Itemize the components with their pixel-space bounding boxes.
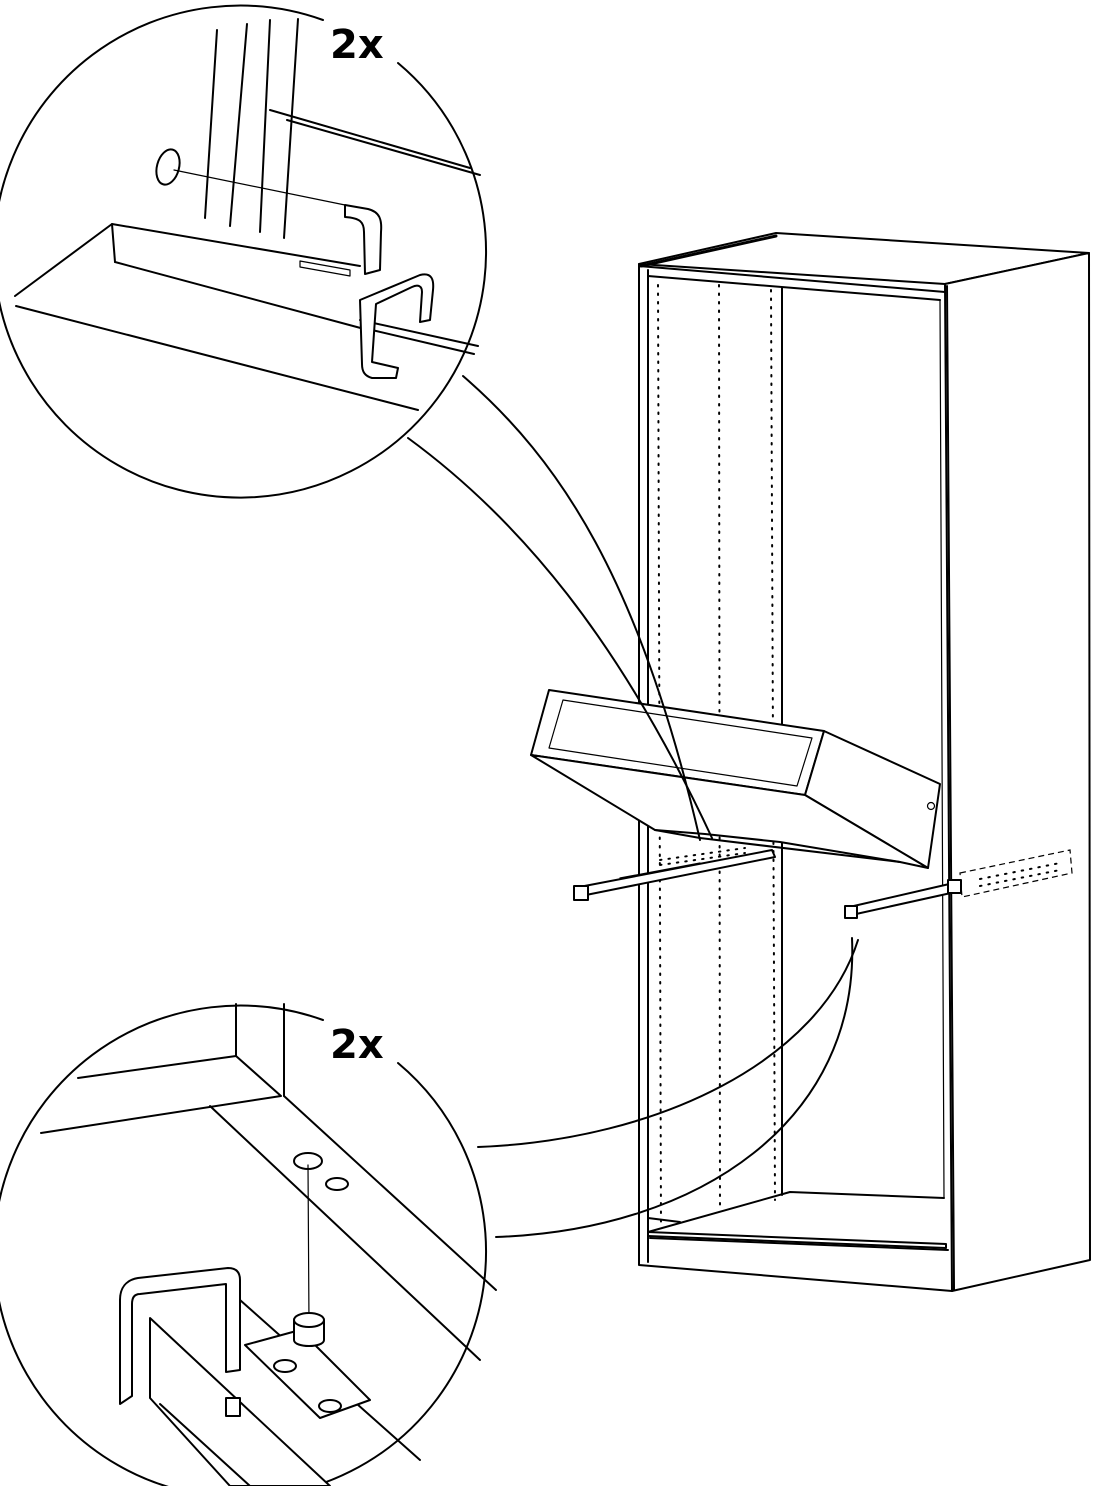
right-drawer-runner [844, 849, 1073, 919]
wardrobe-frame [638, 232, 1091, 1292]
detail-callout-bottom: 2x [0, 937, 859, 1486]
drawer [530, 689, 941, 869]
left-drawer-runner [573, 847, 776, 901]
quantity-label-top: 2x [330, 22, 384, 68]
quantity-label-bottom: 2x [330, 1022, 384, 1068]
detail-callout-top: 2x [0, 4, 713, 841]
